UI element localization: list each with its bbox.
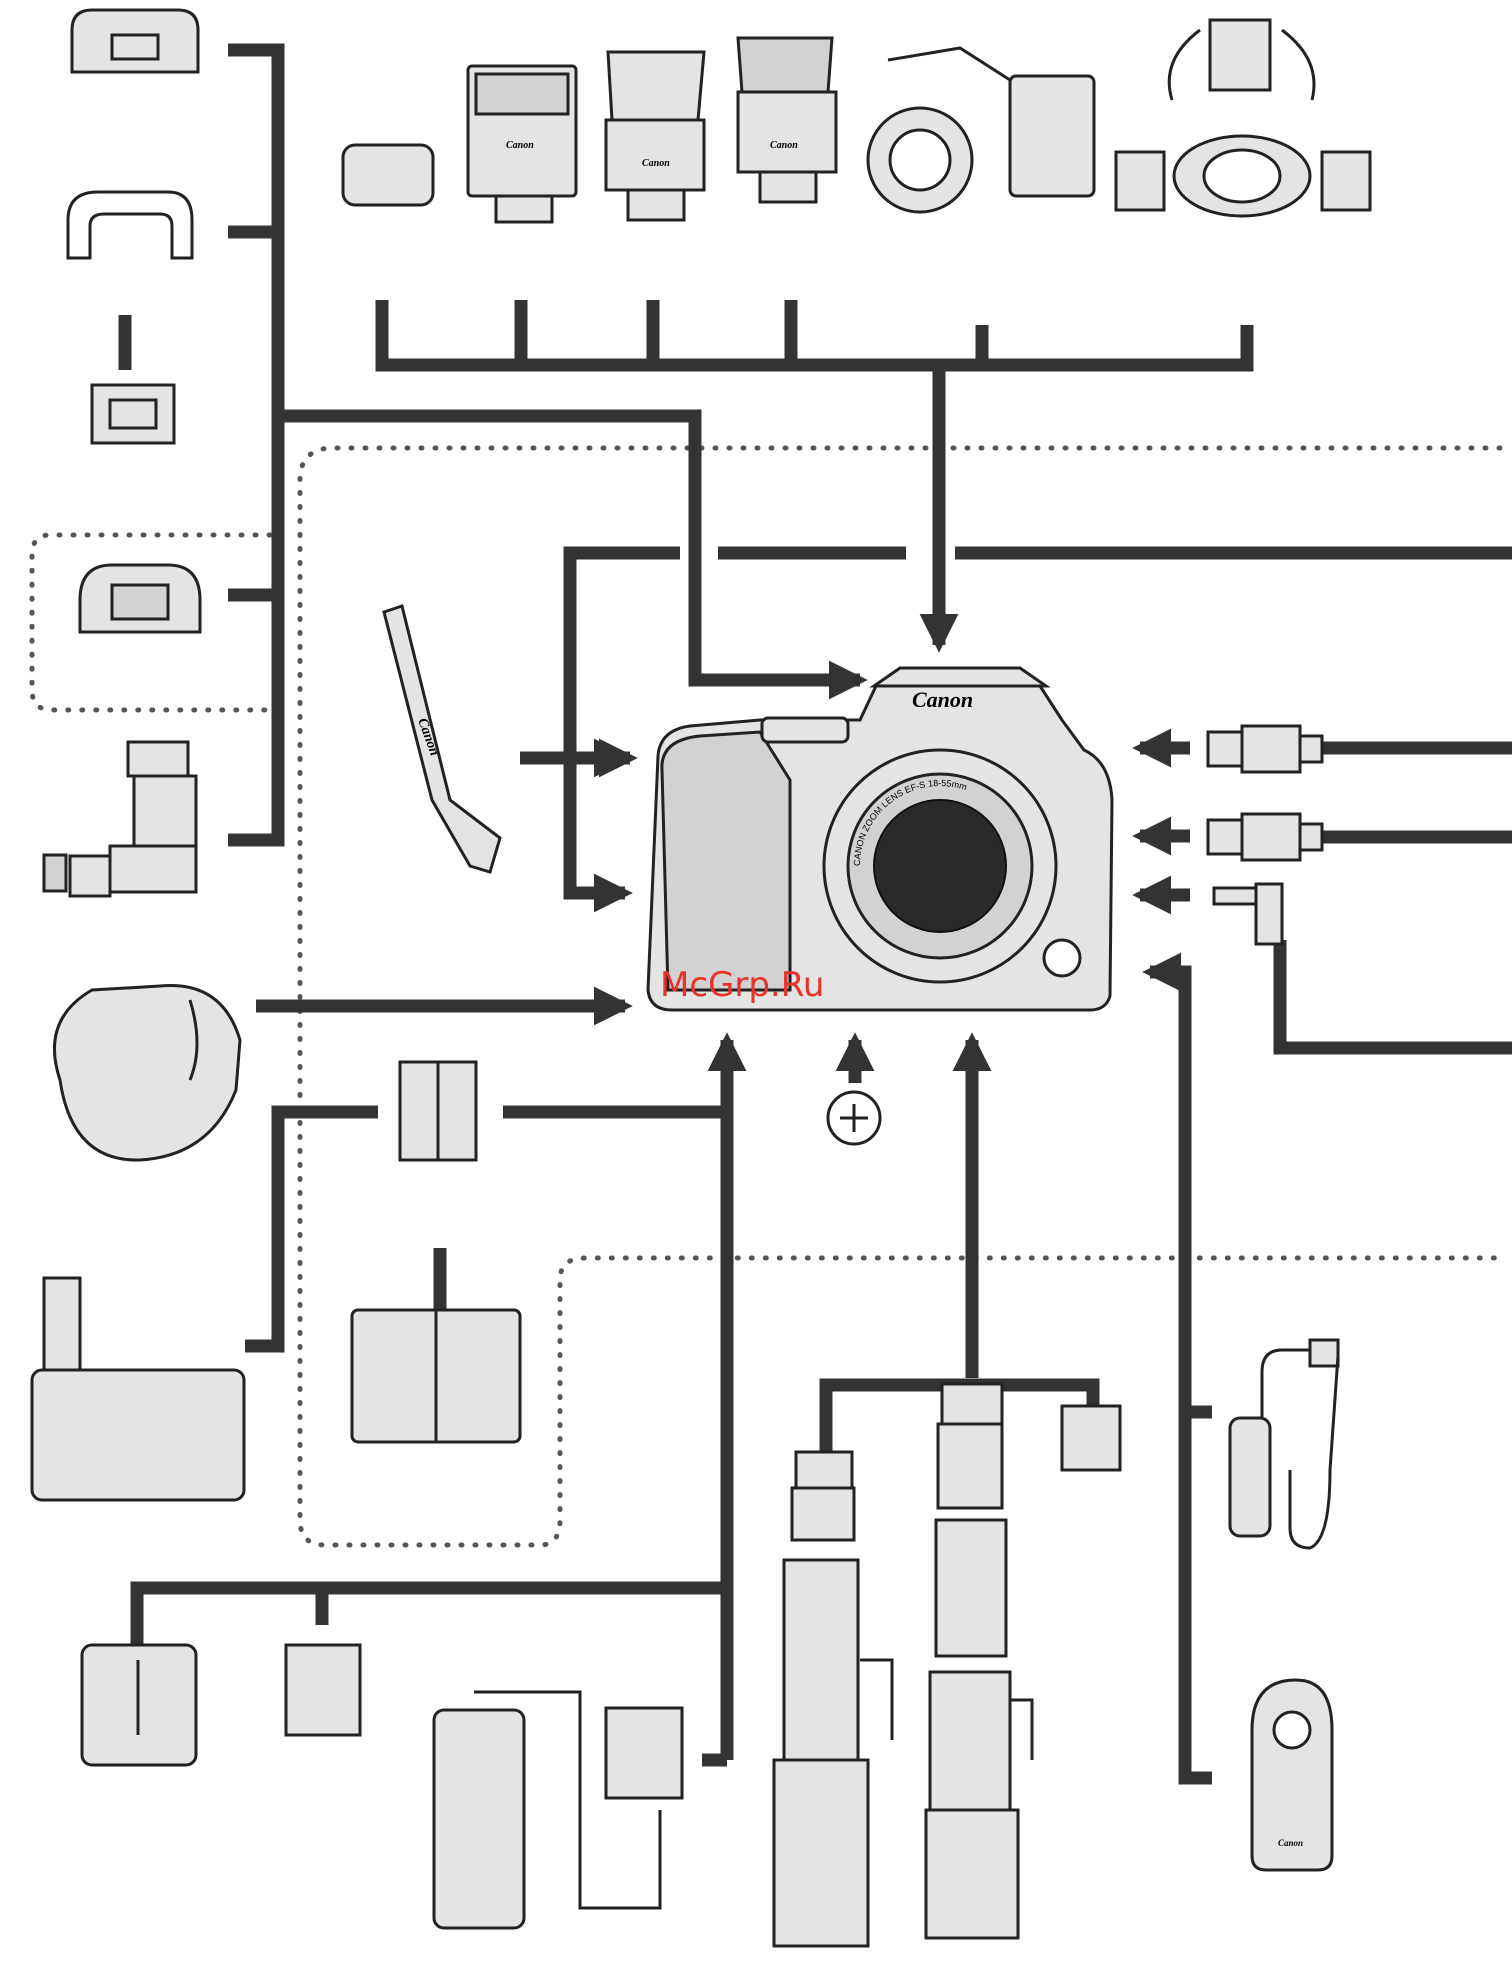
eyecup-rubber xyxy=(72,10,198,72)
usb-cable-1 xyxy=(1208,726,1322,772)
usb-cable-2 xyxy=(1208,814,1322,860)
flash-small xyxy=(343,145,433,205)
semi-hard-case xyxy=(54,985,240,1160)
flash-2-brand-label: Canon xyxy=(642,158,670,169)
eyecup-large xyxy=(80,565,200,632)
eyepiece-cover xyxy=(92,385,174,443)
wireless-remote: Canon xyxy=(1252,1680,1332,1870)
flash-unit-3: Canon xyxy=(738,38,836,202)
battery-charger xyxy=(352,1310,520,1442)
battery-pack-2 xyxy=(286,1645,360,1735)
short-prime-lens xyxy=(1062,1406,1120,1470)
camera-strap: Canon xyxy=(384,606,500,872)
telephoto-zoom-lens xyxy=(936,1520,1006,1656)
date-battery xyxy=(828,1092,880,1144)
wide-zoom-lens xyxy=(938,1424,1002,1508)
camera-brand-label: Canon xyxy=(912,687,973,712)
remote-switch-cable xyxy=(1230,1340,1338,1548)
battery-grip xyxy=(32,1278,244,1500)
battery-pack xyxy=(400,1062,476,1160)
battery-magazine xyxy=(82,1645,196,1765)
extender-2x xyxy=(792,1488,854,1540)
super-telephoto-lens-2 xyxy=(926,1672,1032,1938)
super-telephoto-lens-1 xyxy=(774,1560,892,1946)
remote-brand-label: Canon xyxy=(1278,1838,1303,1848)
twin-lite-flash xyxy=(1116,20,1370,216)
extender-1x4 xyxy=(796,1452,852,1488)
flash-1-brand-label: Canon xyxy=(506,140,534,151)
av-cable-plug xyxy=(1214,884,1282,944)
angle-finder xyxy=(44,742,196,896)
ring-flash xyxy=(868,48,1094,212)
ac-adapter-kit xyxy=(434,1692,682,1928)
eyecup-frame xyxy=(68,192,192,258)
flash-unit-2: Canon xyxy=(606,52,704,220)
flash-3-brand-label: Canon xyxy=(770,140,798,151)
camera-body: Canon CANON ZOOM LENS EF-S 18-55mm xyxy=(648,668,1112,1010)
watermark-text: McGrp.Ru xyxy=(660,965,824,1005)
flash-unit-1: Canon xyxy=(468,66,576,222)
